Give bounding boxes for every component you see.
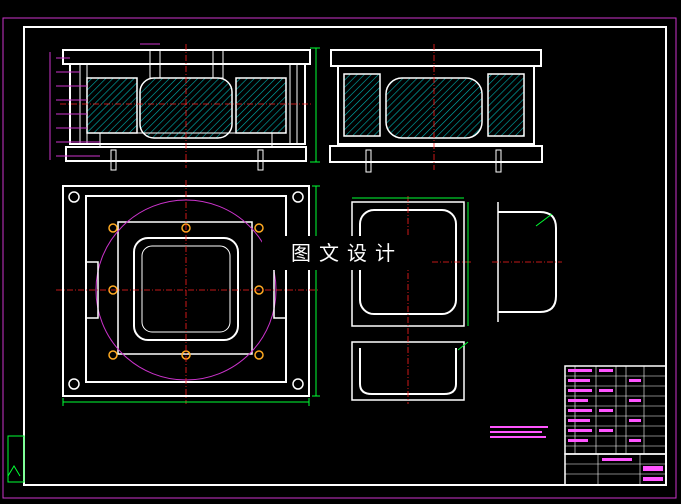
title-block [564, 365, 667, 486]
sheet-border [2, 17, 677, 499]
part-front-view [351, 336, 469, 404]
part-side-view [492, 202, 562, 322]
plan-view [56, 180, 320, 406]
side-section-view [329, 44, 543, 173]
front-section-view [49, 43, 320, 171]
technical-notes [490, 426, 548, 438]
watermark-text: 图文设计 [291, 241, 403, 265]
watermark-background [262, 236, 432, 270]
